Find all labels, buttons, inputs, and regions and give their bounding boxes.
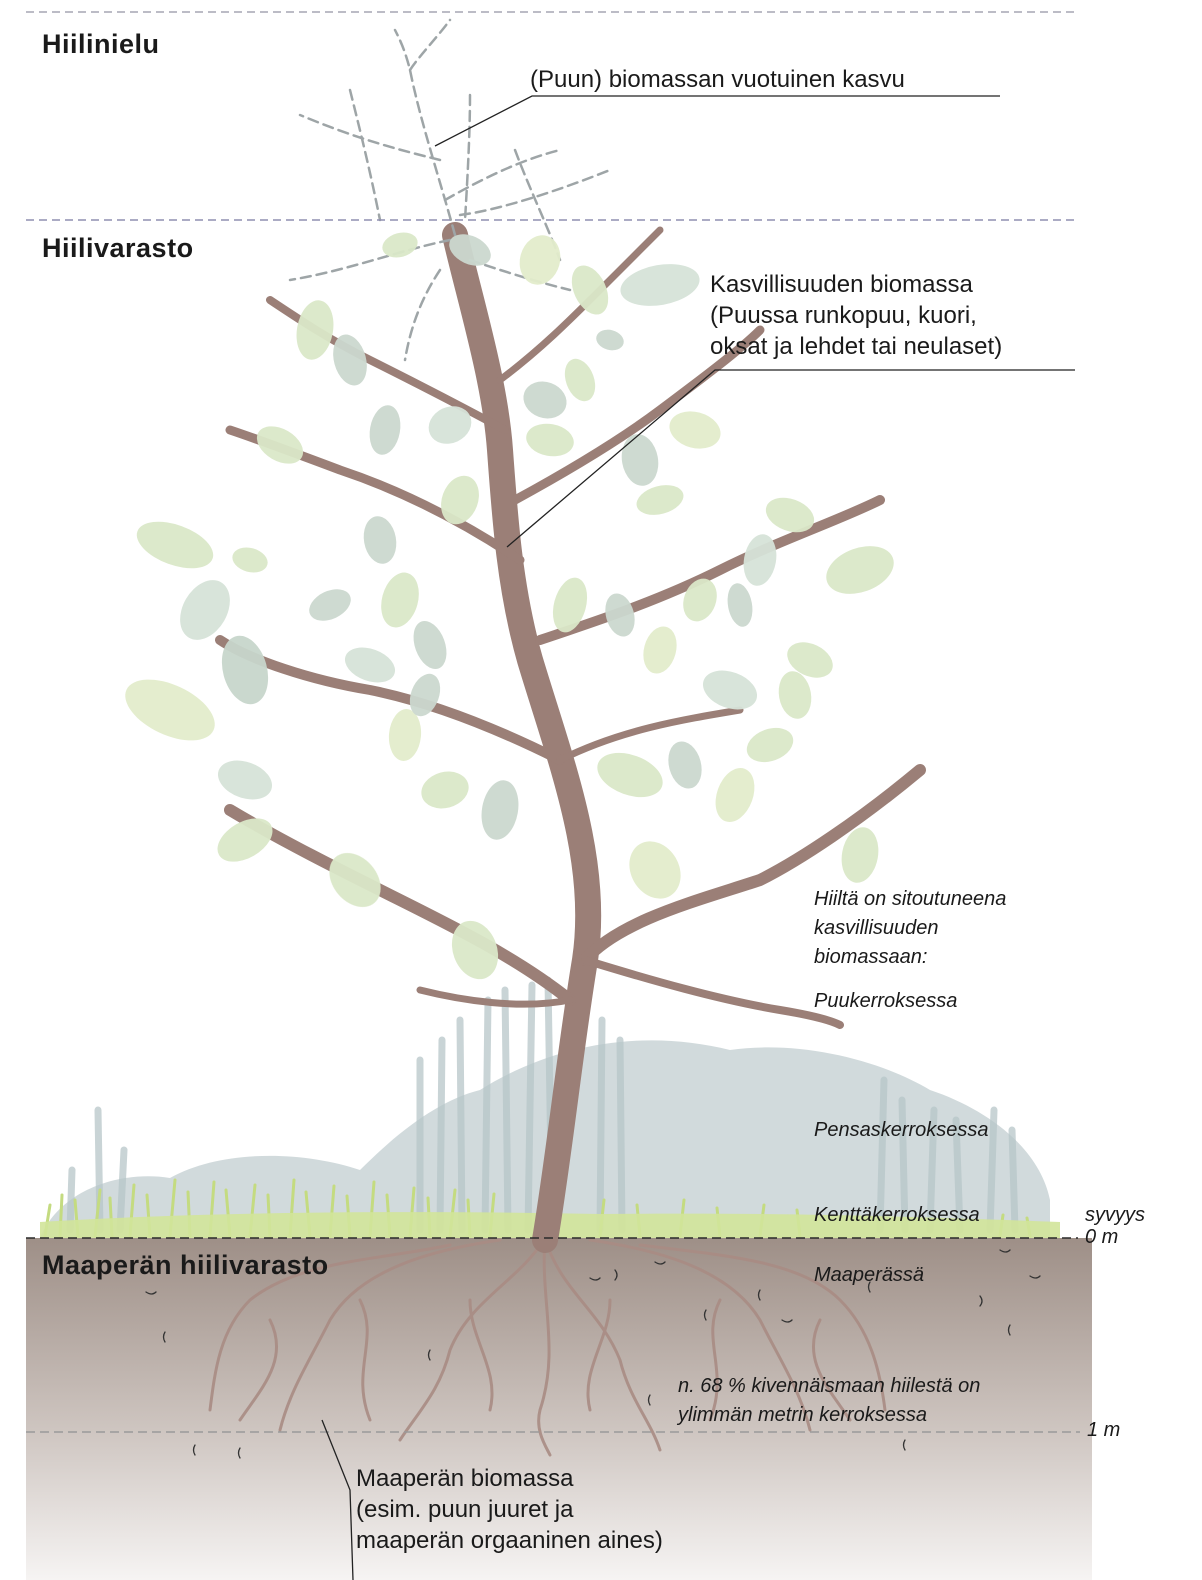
layer-shrub: Pensaskerroksessa — [814, 1116, 989, 1145]
depth-zero: 0 m — [1085, 1223, 1118, 1252]
callout-vegetation-line-3: oksat ja lehdet tai neulaset) — [710, 331, 1002, 362]
heading-carbon-sink: Hiilinielu — [42, 29, 160, 60]
callout-soil-line-1: Maaperän biomassa — [356, 1463, 663, 1494]
callout-soil-line-2: (esim. puun juuret ja — [356, 1494, 663, 1525]
layer-tree: Puukerroksessa — [814, 987, 957, 1016]
layer-field: Kenttäkerroksessa — [814, 1201, 980, 1230]
callout-vegetation-line-2: (Puussa runkopuu, kuori, — [710, 300, 1002, 331]
layers-intro-line-3: biomassaan: — [814, 943, 1006, 972]
callout-vegetation-line-1: Kasvillisuuden biomassa — [710, 269, 1002, 300]
mineral-soil-line-1: n. 68 % kivennäismaan hiilestä on — [678, 1372, 980, 1401]
callout-soil-line-3: maaperän orgaaninen aines) — [356, 1525, 663, 1556]
layers-intro-note: Hiiltä on sitoutuneena kasvillisuuden bi… — [814, 885, 1006, 972]
layers-intro-line-1: Hiiltä on sitoutuneena — [814, 885, 1006, 914]
mineral-soil-line-2: ylimmän metrin kerroksessa — [678, 1401, 980, 1430]
layer-soil: Maaperässä — [814, 1261, 924, 1290]
callout-vegetation-biomass: Kasvillisuuden biomassa (Puussa runkopuu… — [710, 269, 1002, 362]
depth-one-meter: 1 m — [1087, 1416, 1120, 1445]
mineral-soil-note: n. 68 % kivennäismaan hiilestä on ylimmä… — [678, 1372, 980, 1430]
callout-soil-biomass: Maaperän biomassa (esim. puun juuret ja … — [356, 1463, 663, 1556]
callout-annual-growth: (Puun) biomassan vuotuinen kasvu — [530, 64, 905, 95]
heading-carbon-storage: Hiilivarasto — [42, 233, 194, 264]
layers-intro-line-2: kasvillisuuden — [814, 914, 1006, 943]
heading-soil-carbon-storage: Maaperän hiilivarasto — [42, 1250, 329, 1281]
